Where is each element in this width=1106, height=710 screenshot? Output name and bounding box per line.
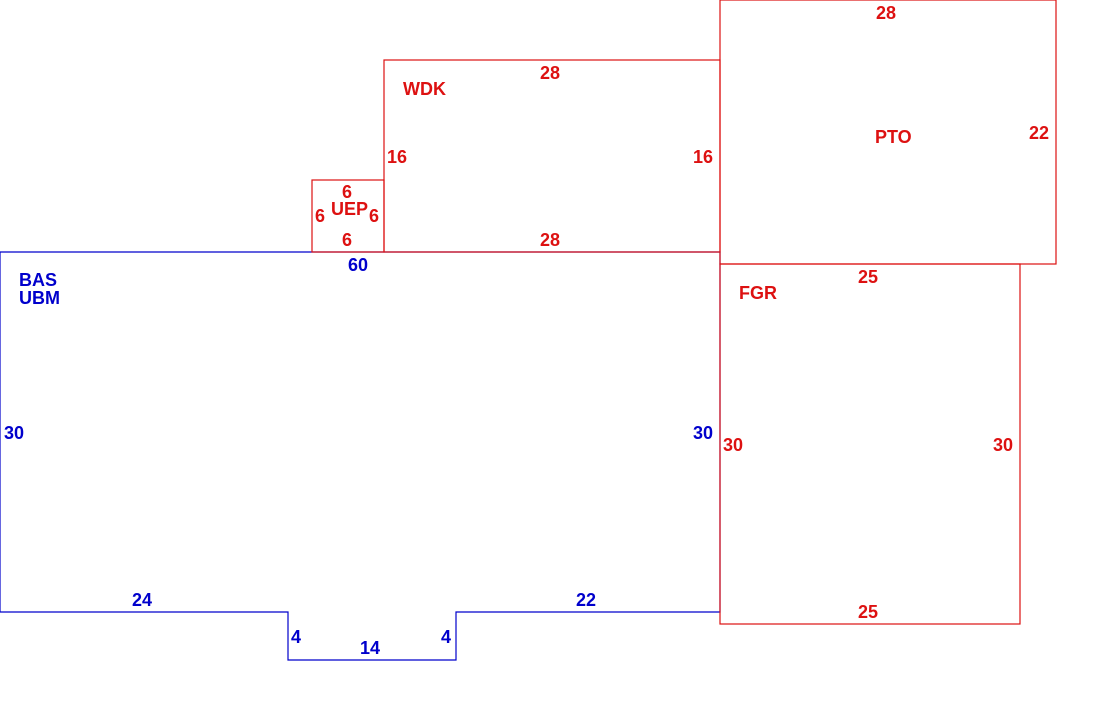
bas-area-code: BAS [19, 270, 57, 290]
uep-dim-left: 6 [315, 206, 325, 226]
wdk-dim-left: 16 [387, 147, 407, 167]
fgr-dim-right: 30 [993, 435, 1013, 455]
fgr-dim-left: 30 [723, 435, 743, 455]
pto-dim-right: 22 [1029, 123, 1049, 143]
bas-dim-bottom-right: 22 [576, 590, 596, 610]
wdk-dim-top: 28 [540, 63, 560, 83]
bas-outline [0, 251, 721, 661]
uep-dim-bottom: 6 [342, 230, 352, 250]
fgr-area-code: FGR [739, 283, 777, 303]
fgr-dim-top: 25 [858, 267, 878, 287]
bas-dim-notch-bottom: 14 [360, 638, 380, 658]
bas-dim-notch-left: 4 [291, 627, 301, 647]
uep-area-code: UEP [331, 199, 368, 219]
pto-area-code: PTO [875, 127, 912, 147]
bas-dim-notch-right: 4 [441, 627, 451, 647]
fgr-outline [719, 263, 1021, 625]
bas-area-subcode: UBM [19, 288, 60, 308]
bas-dim-right: 30 [693, 423, 713, 443]
uep-dim-right: 6 [369, 206, 379, 226]
wdk-dim-right: 16 [693, 147, 713, 167]
fgr-dim-bottom: 25 [858, 602, 878, 622]
uep-dim-top: 6 [342, 182, 352, 202]
wdk-area-code: WDK [403, 79, 446, 99]
bas-dim-bottom-left: 24 [132, 590, 152, 610]
bas-dim-top: 60 [348, 255, 368, 275]
wdk-dim-bottom: 28 [540, 230, 560, 250]
pto-dim-top: 28 [876, 3, 896, 23]
bas-dim-left: 30 [4, 423, 24, 443]
